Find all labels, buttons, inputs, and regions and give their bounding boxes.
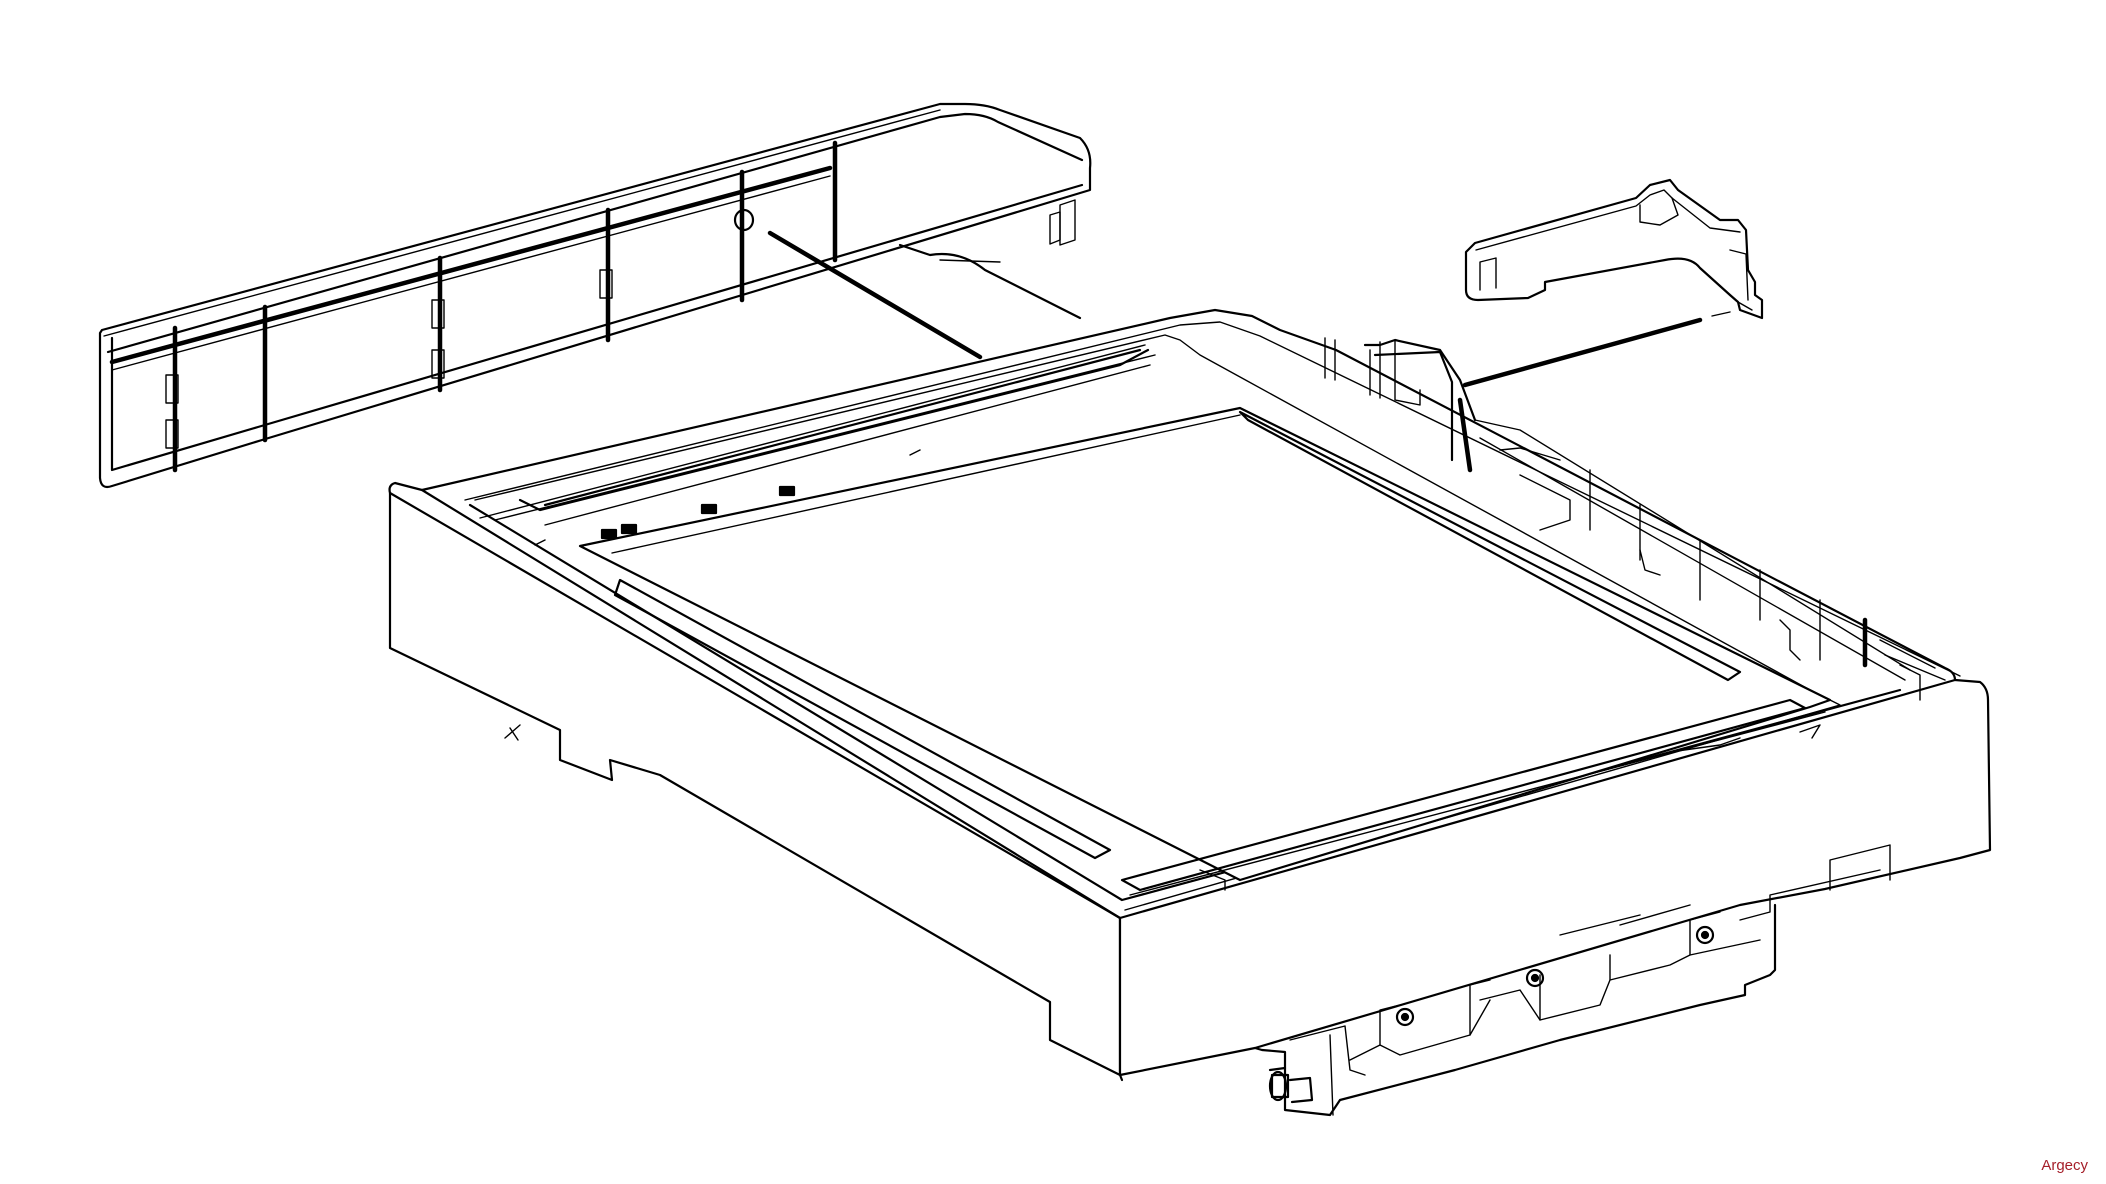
argecy-watermark: Argecy xyxy=(2041,1157,2088,1174)
right-bracket xyxy=(1462,178,1764,388)
left-side-cover xyxy=(98,102,1092,489)
paper-tray-base xyxy=(388,308,1992,1117)
